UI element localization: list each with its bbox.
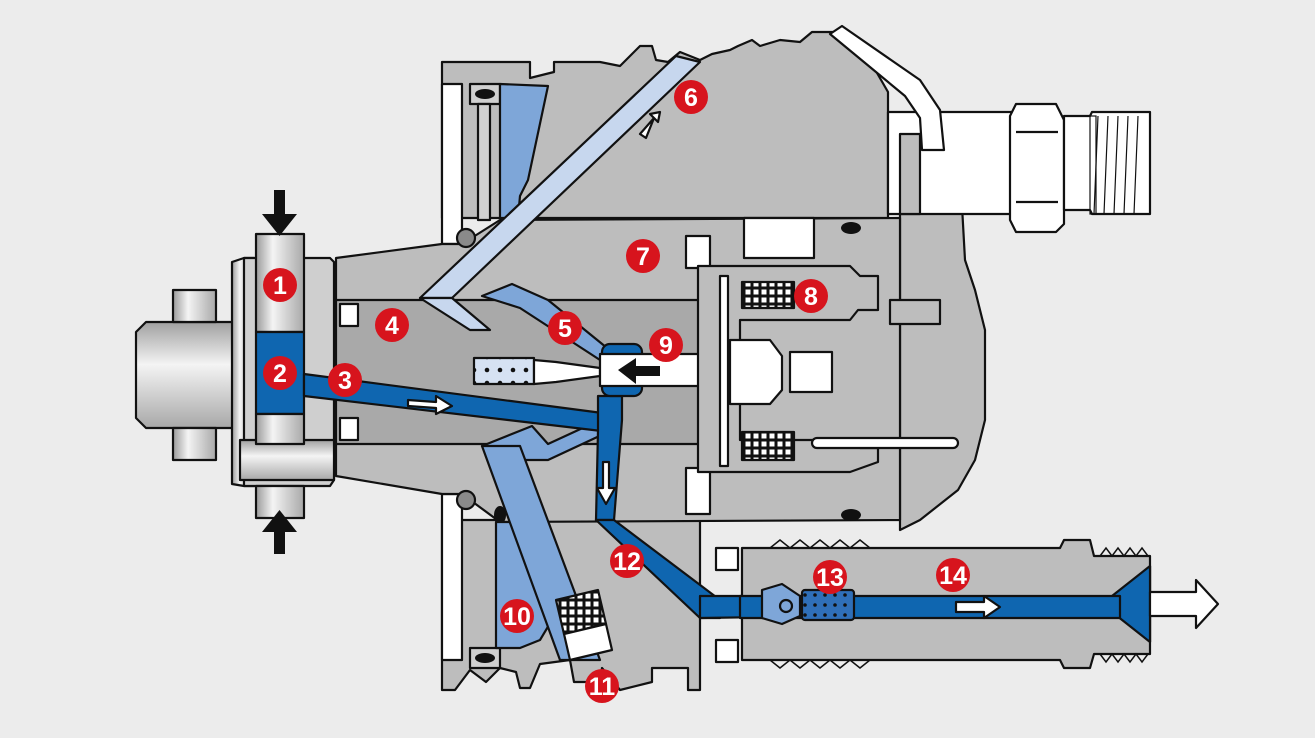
outlet-fitting xyxy=(714,538,1152,670)
top-force-arrow-icon xyxy=(262,190,297,236)
callout-4: 4 xyxy=(375,308,409,342)
callout-3: 3 xyxy=(328,363,362,397)
return-channel-lower xyxy=(418,296,492,332)
down-flow-arrow-icon xyxy=(595,460,617,506)
callout-11: 11 xyxy=(585,669,619,703)
callout-13: 13 xyxy=(813,560,847,594)
callout-1: 1 xyxy=(263,268,297,302)
svg-text:11: 11 xyxy=(589,673,616,701)
filter xyxy=(554,588,614,662)
callout-8: 8 xyxy=(794,279,828,313)
outlet-flow-arrow-icon xyxy=(954,594,1002,620)
callout-12: 12 xyxy=(610,544,644,578)
callout-9: 9 xyxy=(649,328,683,362)
exit-flow-arrow-icon xyxy=(1148,578,1220,630)
svg-text:8: 8 xyxy=(804,283,818,311)
bottom-force-arrow-icon xyxy=(262,510,297,554)
low-pressure-chamber-top xyxy=(498,82,550,220)
svg-text:9: 9 xyxy=(659,332,673,360)
callout-5: 5 xyxy=(548,311,582,345)
svg-text:7: 7 xyxy=(636,243,650,271)
svg-text:3: 3 xyxy=(338,367,352,395)
svg-text:1: 1 xyxy=(273,272,287,300)
callout-10: 10 xyxy=(500,599,534,633)
svg-text:13: 13 xyxy=(816,564,844,592)
svg-text:12: 12 xyxy=(613,548,641,576)
seals xyxy=(455,82,861,670)
return-flow-arrow-icon xyxy=(638,110,662,140)
callout-14: 14 xyxy=(936,558,970,592)
svg-text:4: 4 xyxy=(385,312,399,340)
drive-shaft xyxy=(134,288,242,462)
svg-text:14: 14 xyxy=(939,562,967,590)
svg-text:2: 2 xyxy=(273,360,287,388)
electrical-connector xyxy=(828,24,1152,234)
callout-2: 2 xyxy=(263,356,297,390)
solenoid-assembly xyxy=(696,264,960,474)
callout-6: 6 xyxy=(674,80,708,114)
svg-text:5: 5 xyxy=(558,315,572,343)
svg-text:10: 10 xyxy=(503,603,531,631)
callout-7: 7 xyxy=(626,239,660,273)
inlet-flow-arrow-icon xyxy=(406,394,454,416)
svg-text:6: 6 xyxy=(684,84,698,112)
